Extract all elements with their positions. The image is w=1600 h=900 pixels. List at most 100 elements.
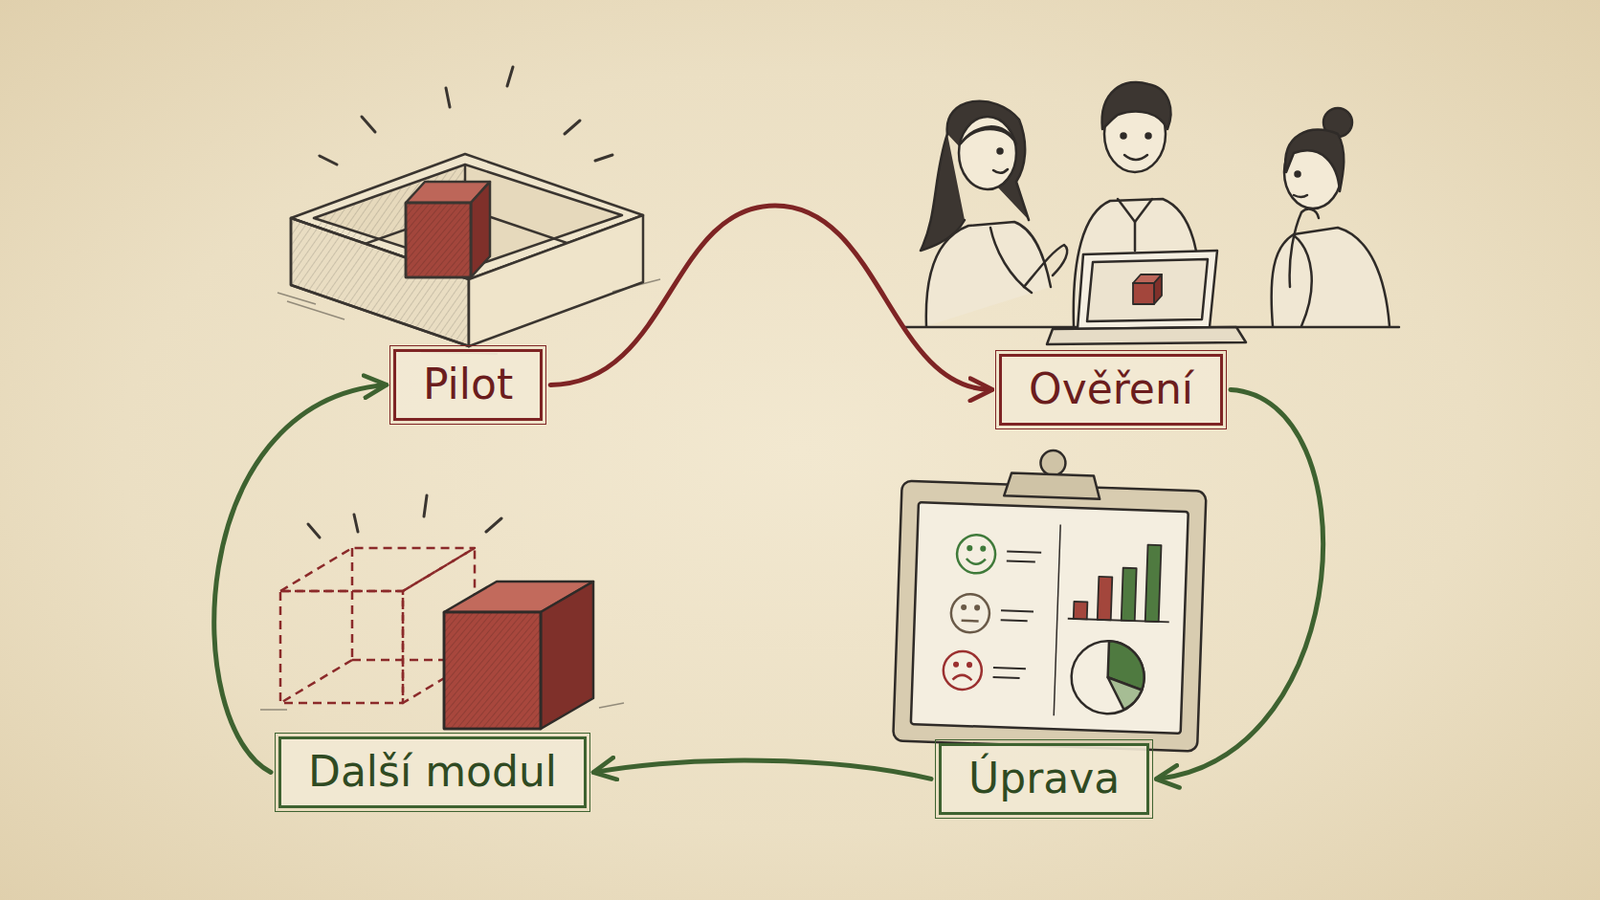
pilot-cube-part xyxy=(405,202,471,278)
screen-cube-part xyxy=(1133,283,1155,305)
step-label-box: Pilot xyxy=(393,349,543,422)
step-label-box: Úprava xyxy=(938,743,1150,816)
burst-lines-part xyxy=(445,88,450,108)
ground-shadow xyxy=(277,279,661,355)
person-right xyxy=(1271,108,1390,327)
person-right-part xyxy=(1295,172,1301,178)
burst-lines-part xyxy=(319,155,337,165)
feedback-clipboard-part xyxy=(1003,472,1101,499)
laptop xyxy=(1046,250,1246,345)
burst-lines-part xyxy=(486,518,502,533)
next-module-cubes xyxy=(260,495,624,730)
bar-chart xyxy=(1067,542,1173,623)
text-lines-part xyxy=(1000,619,1028,623)
ground-shadow-part xyxy=(599,703,624,709)
person-left-part xyxy=(926,222,1051,327)
smiley-happy-part xyxy=(966,558,986,565)
pie-chart-part xyxy=(1069,640,1146,716)
smiley-neutral-part xyxy=(961,605,966,610)
burst-lines-part xyxy=(595,155,613,161)
dashed-cube-part xyxy=(351,548,355,661)
bar-chart-part xyxy=(1145,545,1162,623)
cycle-arrow xyxy=(594,760,932,779)
ground-shadow-part xyxy=(260,709,288,712)
person-right-part xyxy=(1293,235,1312,327)
cycle-arrow xyxy=(550,205,992,390)
burst-lines xyxy=(319,66,613,165)
pilot-tray-part xyxy=(468,215,644,347)
bar-chart-part xyxy=(1073,601,1089,620)
text-lines-part xyxy=(993,676,1021,680)
ground-shadow xyxy=(260,703,624,711)
person-middle-part xyxy=(1146,133,1152,139)
person-middle-part xyxy=(1133,222,1137,251)
step-label-box: Ověření xyxy=(999,354,1223,426)
smiley-sad-part xyxy=(967,663,972,667)
solid-cube xyxy=(444,581,594,730)
smiley-neutral-part xyxy=(961,620,979,623)
feedback-clipboard-part xyxy=(892,481,1206,753)
burst-lines-part xyxy=(423,495,427,517)
bar-chart-part xyxy=(1097,577,1113,621)
dashed-cube-part xyxy=(280,548,475,592)
smiley-happy xyxy=(955,534,996,575)
pilot-cube-part xyxy=(470,181,490,278)
person-right-part xyxy=(1293,195,1308,198)
person-left-part xyxy=(1023,244,1067,288)
person-left-part xyxy=(960,126,1017,144)
person-left-part xyxy=(958,116,1017,190)
smiley-happy-part xyxy=(980,547,985,552)
person-left-part xyxy=(993,169,1008,174)
step-label: Další modul xyxy=(308,747,557,799)
cycle-arrow xyxy=(214,384,386,773)
person-middle-part xyxy=(1102,82,1172,130)
ground-shadow-part xyxy=(612,279,661,292)
burst-lines-part xyxy=(564,120,580,134)
laptop-part xyxy=(1077,250,1218,330)
ground-shadow-part xyxy=(277,292,316,305)
burst-lines-part xyxy=(354,514,358,533)
smiley-sad xyxy=(942,650,982,690)
smiley-sad-part xyxy=(954,663,958,667)
solid-cube-part xyxy=(540,581,594,730)
screen-cube xyxy=(1133,274,1162,305)
feedback-clipboard-part xyxy=(911,502,1189,734)
person-left xyxy=(920,101,1067,327)
feedback-clipboard xyxy=(892,445,1208,753)
step-label: Úprava xyxy=(968,754,1120,805)
solid-cube-part xyxy=(444,612,541,730)
text-lines-part xyxy=(1006,551,1042,553)
text-lines-part xyxy=(993,667,1026,669)
person-left-part xyxy=(998,149,1003,155)
burst-lines-part xyxy=(308,524,320,538)
feedback-clipboard-part xyxy=(1053,524,1061,716)
pilot-cube xyxy=(405,181,490,278)
dashed-cube-part xyxy=(280,591,403,704)
smiley-neutral-part xyxy=(950,593,990,633)
burst-lines xyxy=(308,495,502,538)
smiley-neutral-part xyxy=(975,606,979,611)
person-middle-part xyxy=(1124,155,1148,160)
dashed-cube-part xyxy=(280,660,353,704)
burst-lines-part xyxy=(507,66,513,87)
pilot-cube-part xyxy=(405,202,471,278)
step-label: Ověření xyxy=(1028,364,1194,416)
screen-cube-part xyxy=(1154,274,1162,305)
smiley-sad-part xyxy=(942,650,982,690)
step-label-box: Další modul xyxy=(278,736,587,809)
smiley-happy-part xyxy=(967,546,972,551)
feedback-clipboard-part xyxy=(1040,450,1067,477)
text-lines-part xyxy=(1006,560,1036,562)
smiley-sad-part xyxy=(952,675,972,682)
smiley-neutral xyxy=(950,593,990,633)
bar-chart-part xyxy=(1121,568,1137,622)
laptop-part xyxy=(1046,327,1246,345)
smiley-happy-part xyxy=(955,534,996,575)
pilot-tray xyxy=(277,66,661,355)
pie-chart xyxy=(1069,640,1146,716)
solid-cube-part xyxy=(444,612,541,730)
